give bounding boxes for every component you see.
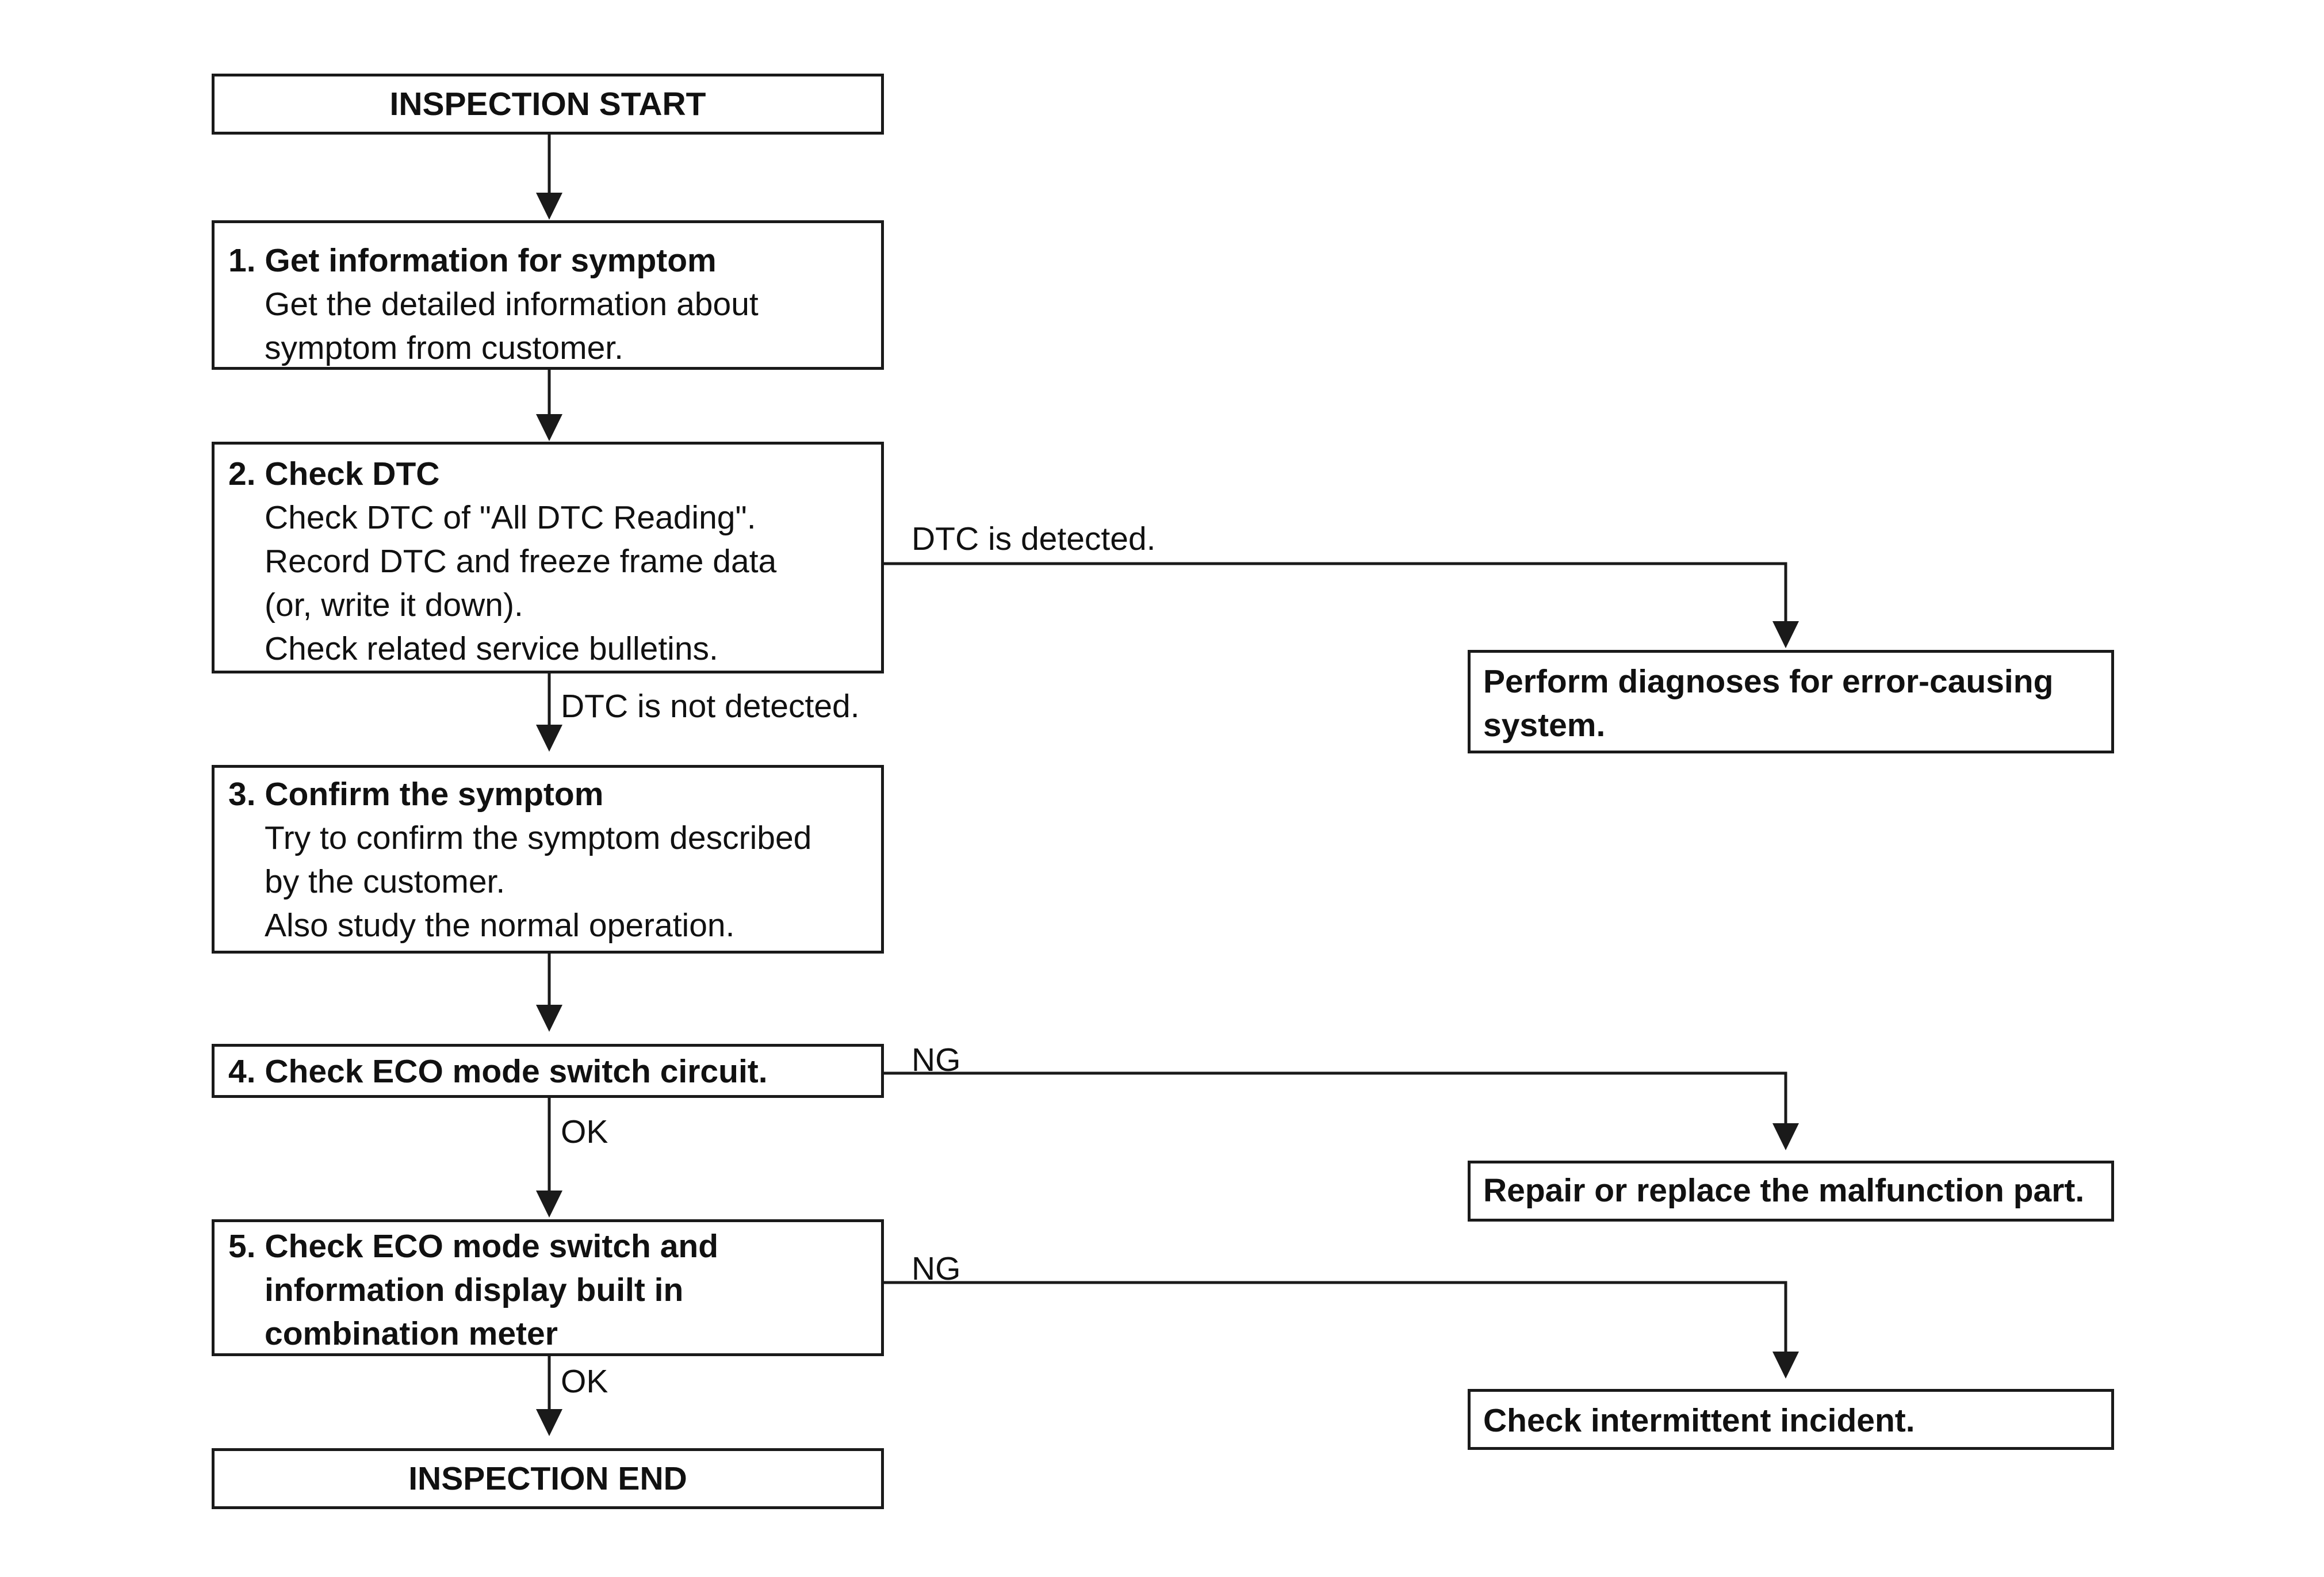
arrow-step2-to-dtc-outcome bbox=[884, 562, 1787, 624]
step4-ok-label: OK bbox=[561, 1113, 608, 1150]
intermittent-outcome-label: Check intermittent incident. bbox=[1483, 1402, 1915, 1439]
inspection-end-label: INSPECTION END bbox=[408, 1460, 687, 1497]
dtc-outcome-box: Perform diagnoses for error-causing syst… bbox=[1468, 650, 2114, 753]
step3-line: Try to confirm the symptom described bbox=[265, 820, 812, 856]
dtc-outcome-line: system. bbox=[1483, 707, 1606, 744]
step4-ng-label: NG bbox=[912, 1042, 961, 1078]
step1-box: 1. Get information for symptom Get the d… bbox=[212, 220, 884, 370]
step5-line: combination meter bbox=[265, 1315, 558, 1352]
step3-line: by the customer. bbox=[265, 863, 506, 900]
step4-box: 4. Check ECO mode switch circuit. bbox=[212, 1044, 884, 1098]
arrowhead bbox=[536, 725, 562, 752]
step2-line: Check related service bulletins. bbox=[265, 630, 718, 667]
inspection-start-box: INSPECTION START bbox=[212, 74, 884, 135]
arrowhead bbox=[1772, 1123, 1799, 1150]
step2-line: (or, write it down). bbox=[265, 587, 523, 623]
arrowhead bbox=[536, 1005, 562, 1032]
arrowhead bbox=[1772, 1352, 1799, 1379]
arrowhead bbox=[536, 1409, 562, 1436]
inspection-end-box: INSPECTION END bbox=[212, 1448, 884, 1509]
step5-box: 5. Check ECO mode switch and information… bbox=[212, 1219, 884, 1356]
step3-title: 3. Confirm the symptom bbox=[228, 776, 604, 813]
dtc-detected-label: DTC is detected. bbox=[912, 520, 1156, 557]
step4-title: 4. Check ECO mode switch circuit. bbox=[228, 1053, 768, 1090]
dtc-not-detected-label: DTC is not detected. bbox=[561, 688, 860, 725]
step2-line: Check DTC of "All DTC Reading". bbox=[265, 499, 756, 536]
inspection-start-label: INSPECTION START bbox=[389, 86, 706, 123]
step2-box: 2. Check DTC Check DTC of "All DTC Readi… bbox=[212, 442, 884, 673]
arrowhead bbox=[536, 414, 562, 441]
step5-title: 5. Check ECO mode switch and bbox=[228, 1228, 719, 1265]
step2-title: 2. Check DTC bbox=[228, 456, 440, 492]
dtc-outcome-line: Perform diagnoses for error-causing bbox=[1483, 663, 2054, 700]
step5-line: information display built in bbox=[265, 1272, 684, 1308]
arrow-step5-to-intermittent bbox=[884, 1281, 1787, 1354]
arrow-step4-to-repair bbox=[884, 1071, 1787, 1126]
step3-line: Also study the normal operation. bbox=[265, 907, 735, 944]
step5-ok-label: OK bbox=[561, 1363, 608, 1400]
repair-outcome-label: Repair or replace the malfunction part. bbox=[1483, 1172, 2085, 1209]
arrowhead bbox=[1772, 621, 1799, 648]
step3-box: 3. Confirm the symptom Try to confirm th… bbox=[212, 765, 884, 954]
step2-line: Record DTC and freeze frame data bbox=[265, 543, 777, 580]
arrowhead bbox=[536, 193, 562, 220]
intermittent-outcome-box: Check intermittent incident. bbox=[1468, 1389, 2114, 1450]
step1-line: Get the detailed information about bbox=[265, 286, 759, 323]
step5-ng-label: NG bbox=[912, 1250, 961, 1287]
step1-line: symptom from customer. bbox=[265, 330, 623, 366]
repair-outcome-box: Repair or replace the malfunction part. bbox=[1468, 1161, 2114, 1222]
step1-title: 1. Get information for symptom bbox=[228, 242, 717, 279]
arrowhead bbox=[536, 1191, 562, 1218]
